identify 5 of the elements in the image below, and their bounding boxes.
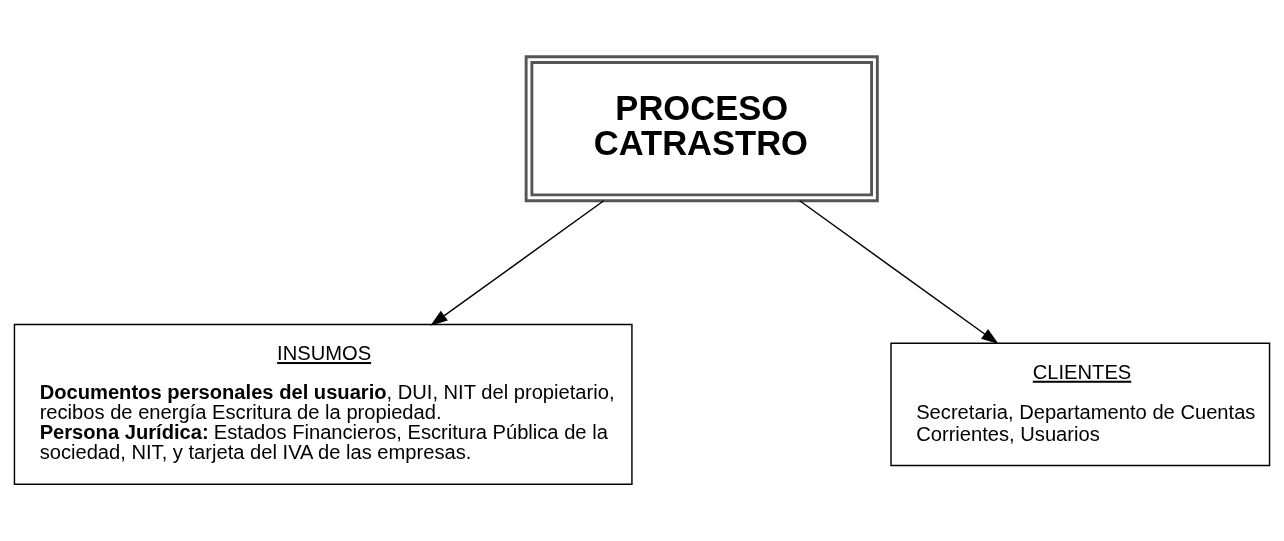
node-box: INSUMOS Documentos personales del usuario, DUI, NIT del propietario, recibos de energía Escritura de la propiedad. Persona Jurídica: Estados Financieros, Escritura Pública de la sociedad, NIT, y tarjeta del IVA de las empresas. [13, 323, 633, 485]
node-box: PROCESO CATRASTRO [524, 55, 879, 203]
node-box: CLIENTES Secretaria, Departamento de Cuentas Corrientes, Usuarios [890, 342, 1271, 467]
arrow [799, 200, 999, 345]
arrow [430, 200, 605, 326]
